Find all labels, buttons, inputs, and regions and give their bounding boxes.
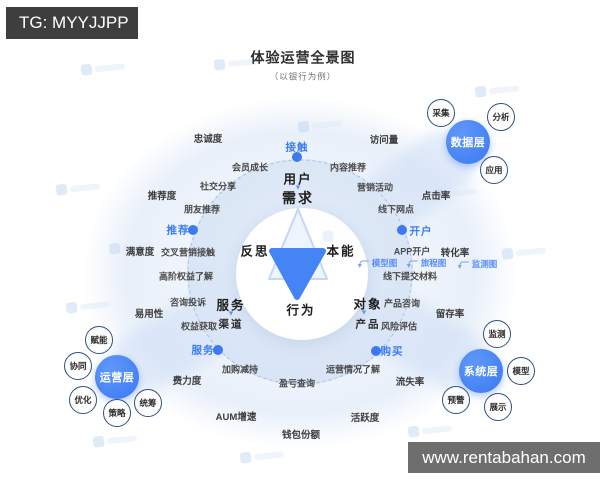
- metric-referral: 推荐度: [147, 191, 177, 202]
- dimension-object: 对象: [353, 297, 383, 312]
- metric-visits: 访问量: [369, 135, 399, 146]
- touchpoint-open-account-dot: [397, 225, 407, 235]
- touchpoint-purchase: 购买: [380, 345, 404, 358]
- watermark-logo-icon: [239, 451, 252, 464]
- hook-arrow-icon: [357, 260, 369, 268]
- step-consult-complaint: 咨询投诉: [169, 297, 207, 308]
- step-friend-referral: 朋友推荐: [183, 204, 221, 215]
- satellite-model: 模型: [507, 357, 535, 385]
- touchpoint-contact: 接触: [285, 141, 309, 154]
- satellite-strategy: 策略: [103, 399, 131, 427]
- touchpoint-contact-dot: [292, 152, 302, 162]
- watermark-logo-icon: [65, 301, 78, 314]
- watermark-logo-icon: [92, 435, 105, 448]
- step-social-share: 社交分享: [199, 181, 237, 192]
- touchpoint-service: 服务: [191, 344, 215, 357]
- touchpoint-purchase-dot: [371, 346, 381, 356]
- watermark-logo-icon: [474, 85, 487, 98]
- watermark: [55, 180, 101, 196]
- chevron-down-icon: ▼: [294, 184, 302, 192]
- touchpoint-open-account: 开户: [409, 225, 433, 238]
- watermark-logo-icon: [407, 425, 420, 438]
- watermark-logo-icon: [55, 183, 68, 196]
- satellite-apply: 应用: [480, 156, 508, 184]
- step-cross-marketing: 交叉营销接触: [160, 247, 216, 258]
- step-member-growth: 会员成长: [231, 162, 269, 173]
- watermark: [474, 82, 520, 98]
- satellite-monitor: 监测: [483, 320, 511, 348]
- step-add-reduce: 加购减持: [221, 364, 259, 375]
- touchpoint-recommend: 推荐: [166, 224, 190, 237]
- metric-wallet-share: 钱包份额: [281, 430, 321, 441]
- tag-journey-map: 旅程图: [406, 257, 446, 269]
- watermark: [239, 448, 285, 464]
- tag-model-map: 模型图: [357, 257, 397, 269]
- step-risk-eval: 风险评估: [380, 321, 418, 332]
- satellite-collect: 采集: [427, 99, 455, 127]
- metric-retention: 留存率: [435, 309, 465, 320]
- satellite-display: 展示: [484, 393, 512, 421]
- watermark-logo-icon: [108, 242, 121, 255]
- site-watermark-label: www.rentabahan.com: [408, 442, 600, 473]
- watermark-logo-icon: [501, 247, 514, 260]
- page-subtitle: （以银行为例）: [269, 71, 337, 82]
- metric-loyalty: 忠诚度: [193, 134, 223, 145]
- chevron-down-icon: ▼: [227, 310, 235, 318]
- satellite-alert: 预警: [442, 386, 470, 414]
- layer-data: 数据层: [446, 120, 490, 164]
- metric-usability: 易用性: [134, 309, 164, 320]
- vertex-instinct: 本能: [326, 244, 356, 259]
- satellite-synergy: 协同: [64, 352, 92, 380]
- watermark-logo-icon: [213, 58, 226, 71]
- metric-activity: 活跃度: [350, 413, 380, 424]
- tag-monitor-map: 监测图: [457, 258, 497, 270]
- step-offline-materials: 线下提交材料: [382, 271, 438, 282]
- page-title: 体验运营全景图: [250, 49, 356, 66]
- watermark-logo-icon: [80, 63, 93, 76]
- metric-churn: 流失率: [395, 377, 425, 388]
- step-product-consult: 产品咨询: [383, 298, 421, 309]
- step-benefit-claim: 权益获取: [180, 321, 218, 332]
- step-offline-branch: 线下网点: [377, 204, 415, 215]
- layer-operations: 运营层: [95, 355, 139, 399]
- step-ops-understanding: 运营情况了解: [325, 364, 381, 375]
- hook-arrow-icon: [406, 260, 418, 268]
- vertex-behavior: 行为: [286, 303, 316, 318]
- dimension-channel: 渠道: [218, 318, 244, 331]
- step-pnl-inquiry: 盈亏查询: [278, 378, 316, 389]
- hook-arrow-icon: [457, 261, 469, 269]
- tg-watermark-label: TG: MYYJJPP: [6, 7, 138, 39]
- step-app-account: APP开户: [393, 246, 431, 257]
- step-content-recommend: 内容推荐: [329, 162, 367, 173]
- metric-effort: 费力度: [172, 376, 202, 387]
- touchpoint-recommend-dot: [188, 225, 198, 235]
- satellite-analyze: 分析: [487, 103, 515, 131]
- watermark: [407, 422, 453, 438]
- touchpoint-service-dot: [213, 345, 223, 355]
- satellite-enable: 赋能: [85, 326, 113, 354]
- watermark-logo-icon: [297, 120, 310, 133]
- metric-satisfaction: 满意度: [125, 247, 155, 258]
- metric-ctr: 点击率: [421, 191, 451, 202]
- watermark: [80, 60, 126, 76]
- step-premium-benefits: 高阶权益了解: [158, 271, 214, 282]
- satellite-coordinate: 统筹: [134, 389, 162, 417]
- layer-system: 系统层: [459, 349, 503, 393]
- metric-conversion: 转化率: [440, 248, 470, 259]
- center-circle: [236, 208, 368, 340]
- watermark: [92, 432, 138, 448]
- dimension-product: 产品: [355, 318, 381, 331]
- step-marketing-campaign: 营销活动: [356, 182, 394, 193]
- metric-aum-growth: AUM增速: [215, 412, 257, 423]
- satellite-optimize: 优化: [69, 386, 97, 414]
- vertex-reflection: 反思: [240, 244, 270, 259]
- header: 体验运营全景图 （以银行为例）: [251, 48, 356, 83]
- chevron-down-icon: ▼: [360, 309, 368, 317]
